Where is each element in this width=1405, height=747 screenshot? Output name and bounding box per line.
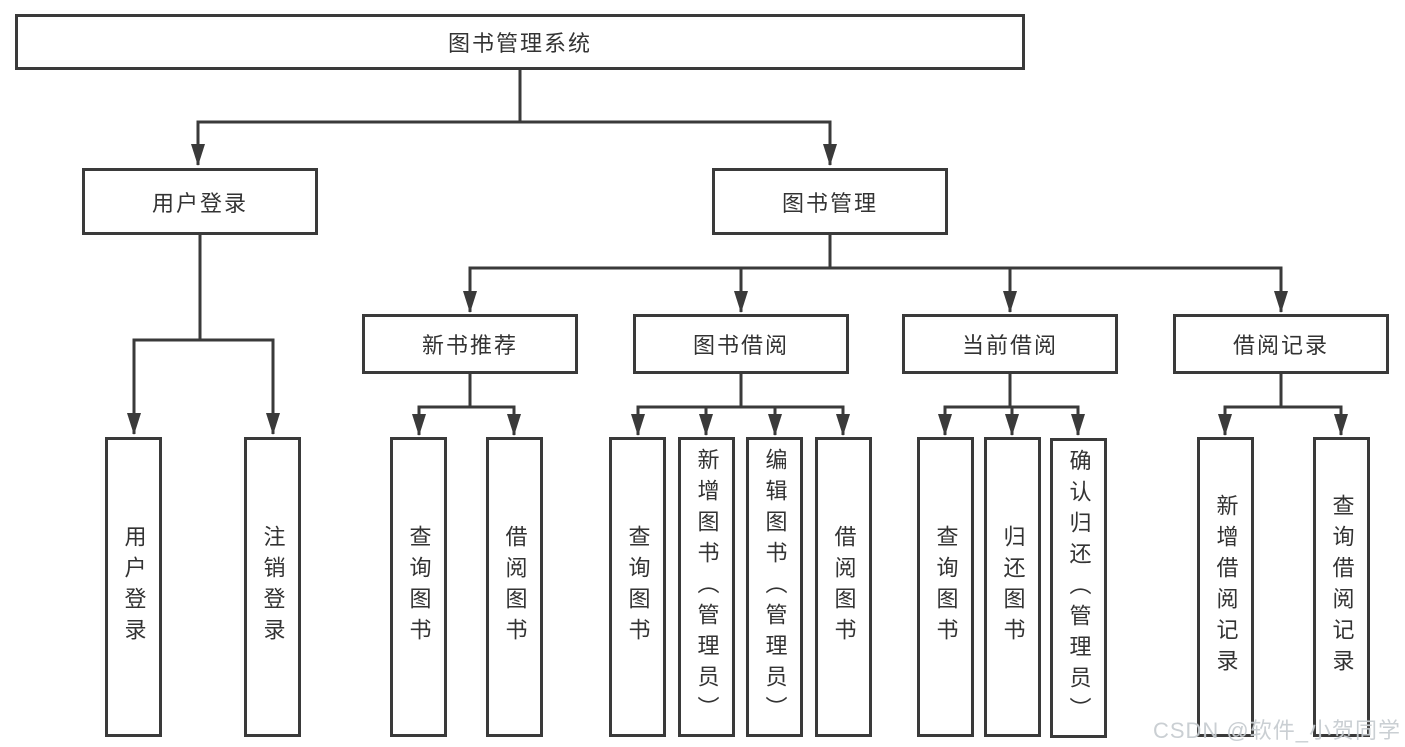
leaf-query-books-recommend: 查询图书 bbox=[390, 437, 447, 737]
node-user-login: 用户登录 bbox=[82, 168, 318, 235]
csdn-watermark: CSDN @软件_小贺同学 bbox=[1152, 718, 1401, 743]
leaf-add-borrow-record: 新增借阅记录 bbox=[1197, 437, 1254, 737]
leaf-query-books-borrow: 查询图书 bbox=[609, 437, 666, 737]
node-book-management: 图书管理 bbox=[712, 168, 948, 235]
node-book-borrow: 图书借阅 bbox=[633, 314, 849, 374]
leaf-borrow-books: 借阅图书 bbox=[815, 437, 872, 737]
leaf-logout: 注销登录 bbox=[244, 437, 301, 737]
leaf-confirm-return-admin: 确认归还（管理员） bbox=[1050, 438, 1107, 738]
node-new-book-recommend: 新书推荐 bbox=[362, 314, 578, 374]
node-current-borrow: 当前借阅 bbox=[902, 314, 1118, 374]
leaf-edit-books-admin: 编辑图书（管理员） bbox=[746, 437, 803, 737]
node-root: 图书管理系统 bbox=[15, 14, 1025, 70]
leaf-return-books: 归还图书 bbox=[984, 437, 1041, 737]
leaf-query-books-current: 查询图书 bbox=[917, 437, 974, 737]
leaf-query-borrow-record: 查询借阅记录 bbox=[1313, 437, 1370, 737]
node-borrow-records: 借阅记录 bbox=[1173, 314, 1389, 374]
leaf-borrow-books-recommend: 借阅图书 bbox=[486, 437, 543, 737]
leaf-user-login: 用户登录 bbox=[105, 437, 162, 737]
leaf-add-books-admin: 新增图书（管理员） bbox=[678, 437, 735, 737]
